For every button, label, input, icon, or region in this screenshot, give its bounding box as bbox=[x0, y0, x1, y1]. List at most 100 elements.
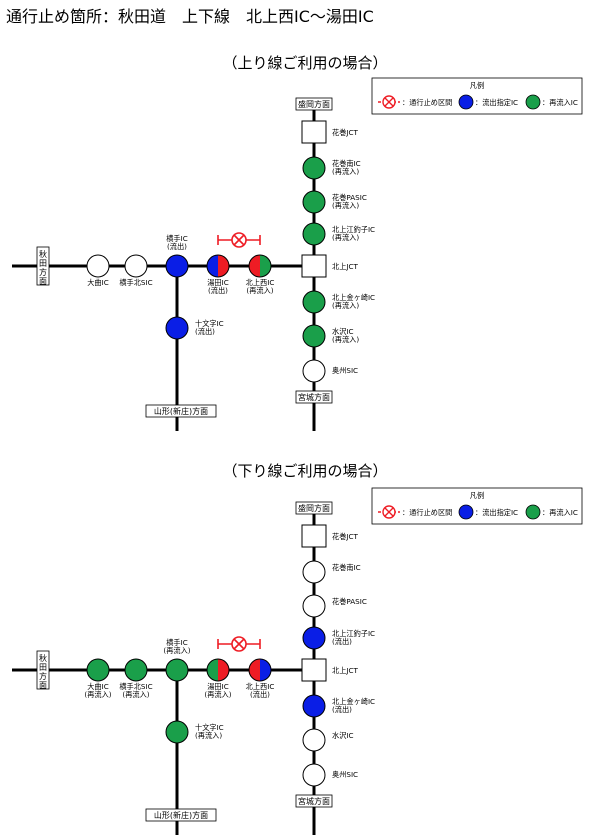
kitakami_kanegasaki-sublabel: (流出) bbox=[332, 705, 352, 714]
legend-reentry-label: ：再流入IC bbox=[542, 98, 578, 107]
mizusawa-label: 水沢IC bbox=[332, 731, 354, 740]
hanamaki_jct-jct-box bbox=[301, 524, 327, 548]
direction-akita-box bbox=[36, 246, 50, 286]
yuda-marker-outline bbox=[206, 658, 230, 682]
yuda-marker-left-half bbox=[207, 659, 218, 681]
mizusawa-marker bbox=[302, 728, 326, 752]
kitakami_kanegasaki-label: 北上金ヶ崎IC bbox=[332, 697, 375, 706]
hanamaki_pa-marker bbox=[302, 190, 326, 214]
omagari-sublabel: (再流入) bbox=[84, 690, 111, 699]
yokote-label: 横手IC bbox=[166, 638, 188, 647]
jumonji-label: 十文字IC bbox=[195, 723, 224, 732]
kitakami_nishi-sublabel: (流出) bbox=[250, 690, 270, 699]
yokote-marker bbox=[165, 658, 189, 682]
direction-yamagata-box bbox=[145, 808, 217, 822]
direction-yamagata-box bbox=[145, 404, 217, 418]
oshu-label: 奥州SIC bbox=[332, 770, 358, 779]
yuda-label: 湯田IC bbox=[207, 682, 229, 691]
kitakami_esashi-sublabel: (流出) bbox=[332, 637, 352, 646]
yuda-marker-right-half bbox=[218, 659, 229, 681]
legend-outflow-label: ：流出指定IC bbox=[475, 508, 518, 517]
kitakami_jct-jct-box bbox=[301, 254, 327, 278]
closure-x-mark bbox=[233, 234, 245, 246]
hanamaki_pa-label: 花巻PASIC bbox=[332, 597, 367, 606]
jumonji-label: 十文字IC bbox=[195, 319, 224, 328]
kitakami_jct-jct-box bbox=[301, 658, 327, 682]
direction-akita: 秋田方面 bbox=[39, 249, 47, 286]
oshu-marker bbox=[302, 359, 326, 383]
legend-title: 凡例 bbox=[470, 81, 484, 90]
hanamaki_pa-marker bbox=[302, 594, 326, 618]
legend-outflow-dot bbox=[458, 94, 474, 110]
kitakami_nishi-label: 北上西IC bbox=[246, 278, 275, 287]
hanamaki_jct-jct-box bbox=[301, 120, 327, 144]
legend: 凡例：通行止め区間：流出指定IC：再流入IC bbox=[371, 487, 583, 525]
legend: 凡例 ：通行止め区間 ：流出指定IC ：再流入IC bbox=[371, 77, 583, 115]
direction-yamagata: 山形(新庄)方面 bbox=[154, 406, 208, 416]
kitakami_nishi-marker-right-half bbox=[260, 255, 271, 277]
yokote-sublabel: (流出) bbox=[167, 242, 187, 251]
oshu-marker bbox=[302, 763, 326, 787]
direction-morioka: 盛岡方面 bbox=[298, 503, 330, 513]
kitakami_nishi-marker-outline bbox=[248, 658, 272, 682]
mizusawa-marker bbox=[302, 324, 326, 348]
direction-miyagi: 宮城方面 bbox=[298, 392, 330, 402]
yuda-marker-left-half bbox=[207, 255, 218, 277]
hanamaki_minami-marker bbox=[302, 156, 326, 180]
yokote-label: 横手IC bbox=[166, 234, 188, 243]
hanamaki_jct-label: 花巻JCT bbox=[332, 128, 359, 137]
direction-yamagata: 山形(新庄)方面 bbox=[154, 810, 208, 820]
direction-akita-box bbox=[36, 650, 50, 690]
legend-closure-label: ：通行止め区間 bbox=[402, 98, 452, 107]
kitakami_esashi-label: 北上江釣子IC bbox=[332, 225, 375, 234]
yokote_kita-marker bbox=[124, 254, 148, 278]
section-up: 盛岡方面宮城方面山形(新庄)方面秋田方面花巻JCT花巻南IC(再流入)花巻PAS… bbox=[12, 77, 583, 431]
omagari-label: 大曲IC bbox=[87, 682, 109, 691]
legend-reentry-dot bbox=[525, 504, 541, 520]
jumonji-marker bbox=[165, 316, 189, 340]
jumonji-sublabel: (流出) bbox=[195, 327, 215, 336]
direction-akita: 秋田方面 bbox=[39, 653, 47, 690]
jumonji-marker bbox=[165, 720, 189, 744]
yokote_kita-marker bbox=[124, 658, 148, 682]
hanamaki_minami-label: 花巻南IC bbox=[332, 159, 361, 168]
legend-outflow-dot bbox=[458, 504, 474, 520]
direction-miyagi-box bbox=[295, 794, 333, 808]
hanamaki_pa-sublabel: (再流入) bbox=[332, 201, 359, 210]
legend-box bbox=[371, 77, 583, 115]
kitakami_esashi-marker bbox=[302, 626, 326, 650]
kitakami_nishi-marker-left-half bbox=[249, 659, 260, 681]
jumonji-sublabel: (再流入) bbox=[195, 731, 222, 740]
kitakami_nishi-label: 北上西IC bbox=[246, 682, 275, 691]
hanamaki_pa-label: 花巻PASIC bbox=[332, 193, 367, 202]
yuda-sublabel: (再流入) bbox=[204, 690, 231, 699]
kitakami_esashi-label: 北上江釣子IC bbox=[332, 629, 375, 638]
yuda-label: 湯田IC bbox=[207, 278, 229, 287]
legend-title: 凡例 bbox=[470, 491, 484, 500]
closure-x-mark bbox=[233, 638, 245, 650]
kitakami_kanegasaki-marker bbox=[302, 694, 326, 718]
kitakami_esashi-sublabel: (再流入) bbox=[332, 233, 359, 242]
yuda-marker-outline bbox=[206, 254, 230, 278]
kitakami_jct-label: 北上JCT bbox=[332, 666, 359, 675]
legend-reentry-dot bbox=[525, 94, 541, 110]
kitakami_kanegasaki-sublabel: (再流入) bbox=[332, 301, 359, 310]
legend-box bbox=[371, 487, 583, 525]
hanamaki_minami-sublabel: (再流入) bbox=[332, 167, 359, 176]
legend-reentry-label: ：再流入IC bbox=[542, 508, 578, 517]
legend-closure-x bbox=[384, 97, 394, 107]
direction-miyagi: 宮城方面 bbox=[298, 796, 330, 806]
yokote-marker bbox=[165, 254, 189, 278]
hanamaki_jct-label: 花巻JCT bbox=[332, 532, 359, 541]
section-title-down: （下り線ご利用の場合） bbox=[222, 462, 388, 480]
yuda-sublabel: (流出) bbox=[208, 286, 228, 295]
kitakami_esashi-marker bbox=[302, 222, 326, 246]
kitakami_kanegasaki-label: 北上金ヶ崎IC bbox=[332, 293, 375, 302]
hanamaki_minami-label: 花巻南IC bbox=[332, 563, 361, 572]
mizusawa-label: 水沢IC bbox=[332, 327, 354, 336]
direction-morioka-box bbox=[295, 97, 333, 111]
direction-miyagi-box bbox=[295, 390, 333, 404]
legend-outflow-label: ：流出指定IC bbox=[475, 98, 518, 107]
kitakami_nishi-marker-outline bbox=[248, 254, 272, 278]
